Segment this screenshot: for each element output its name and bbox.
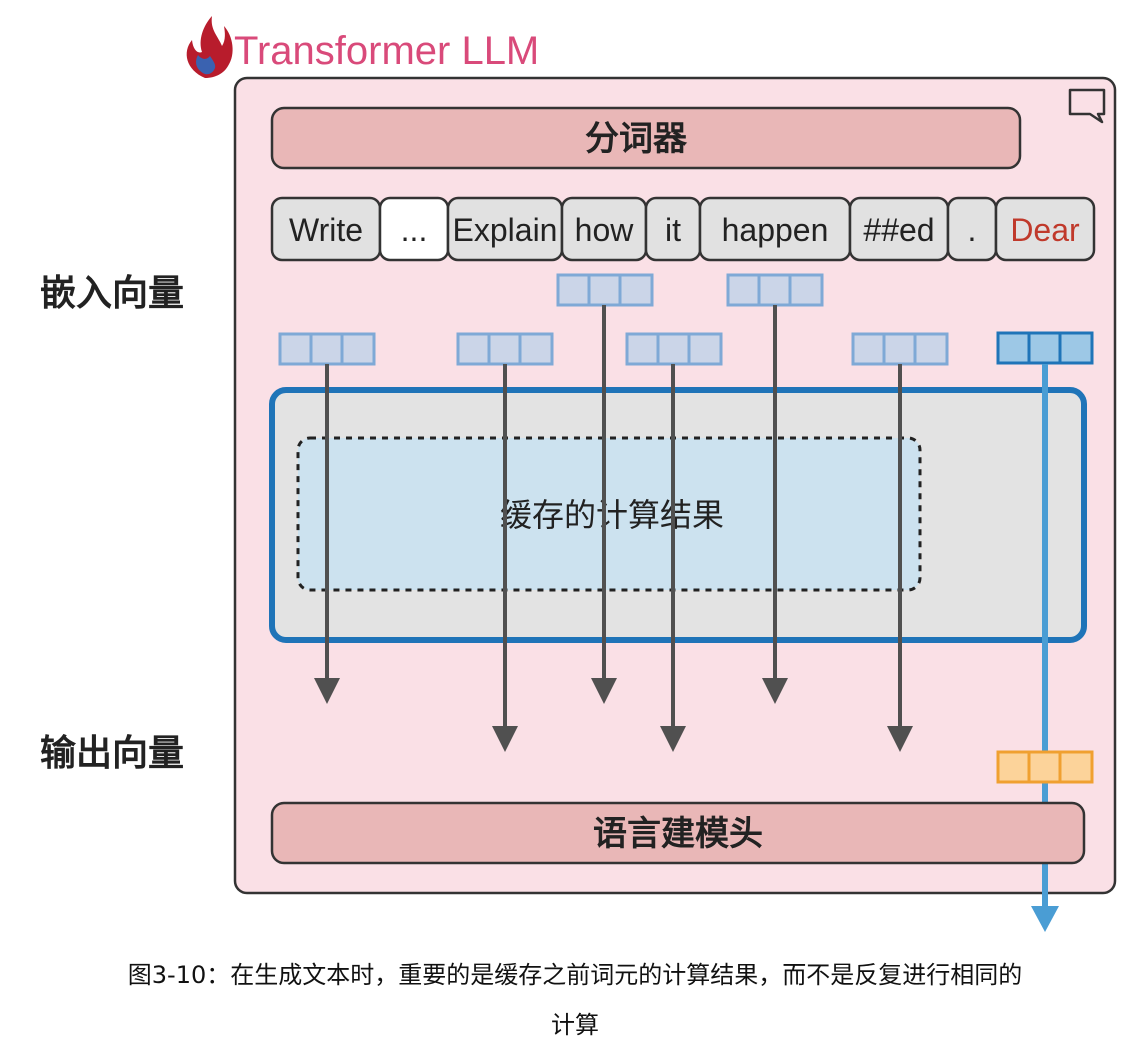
lm-head-label: 语言建模头 bbox=[593, 814, 763, 854]
outputs-label: 输出向量 bbox=[40, 733, 184, 774]
token-6: happen bbox=[698, 196, 852, 262]
token-5: it bbox=[644, 196, 702, 262]
embeddings-label: 嵌入向量 bbox=[40, 273, 184, 314]
flow-arrowhead bbox=[591, 678, 617, 704]
token-text: Write bbox=[289, 212, 363, 248]
flame-logo-icon bbox=[186, 16, 233, 78]
token-text: Explain bbox=[453, 212, 558, 248]
embedding-vector bbox=[851, 332, 949, 366]
new-token-arrowhead bbox=[1031, 906, 1059, 932]
flow-arrowhead bbox=[887, 726, 913, 752]
token-3: Explain bbox=[446, 196, 564, 262]
token-8: . bbox=[946, 196, 998, 262]
tokenizer-label: 分词器 bbox=[585, 119, 688, 159]
embedding-vectors bbox=[278, 273, 1094, 366]
flow-arrowhead bbox=[314, 678, 340, 704]
token-text: happen bbox=[722, 212, 829, 248]
comment-icon bbox=[1068, 88, 1106, 124]
caption-line-2: 计算 bbox=[551, 1011, 599, 1039]
embedding-vector bbox=[625, 332, 723, 366]
token-text: . bbox=[968, 212, 977, 248]
app-title: Transformer LLM bbox=[234, 29, 539, 73]
embedding-vector bbox=[456, 332, 554, 366]
token-4: how bbox=[560, 196, 648, 262]
output-vector bbox=[996, 750, 1094, 784]
flow-arrowhead bbox=[660, 726, 686, 752]
flow-arrowhead bbox=[492, 726, 518, 752]
token-2: ... bbox=[378, 196, 450, 262]
token-text: how bbox=[575, 212, 635, 248]
lm-head-bar bbox=[270, 801, 1086, 865]
arrows bbox=[314, 305, 913, 752]
cache-box bbox=[296, 436, 922, 592]
embedding-vector bbox=[556, 273, 654, 307]
flow-arrowhead bbox=[762, 678, 788, 704]
token-text: it bbox=[665, 212, 681, 248]
figure-caption: 图3-10：在生成文本时，重要的是缓存之前词元的计算结果，而不是反复进行相同的 … bbox=[30, 950, 1120, 1050]
token-text: Dear bbox=[1010, 212, 1080, 248]
embedding-vector bbox=[996, 331, 1094, 365]
token-1: Write bbox=[270, 196, 382, 262]
embedding-vector bbox=[278, 332, 376, 366]
tokenizer-bar bbox=[270, 106, 1022, 170]
caption-line-1: 图3-10：在生成文本时，重要的是缓存之前词元的计算结果，而不是反复进行相同的 bbox=[127, 961, 1023, 989]
token-7: ##ed bbox=[848, 196, 950, 262]
embedding-vector bbox=[726, 273, 824, 307]
token-text: ##ed bbox=[863, 212, 934, 248]
cache-label: 缓存的计算结果 bbox=[500, 496, 724, 534]
token-text: ... bbox=[401, 212, 428, 248]
token-9: Dear bbox=[994, 196, 1096, 262]
